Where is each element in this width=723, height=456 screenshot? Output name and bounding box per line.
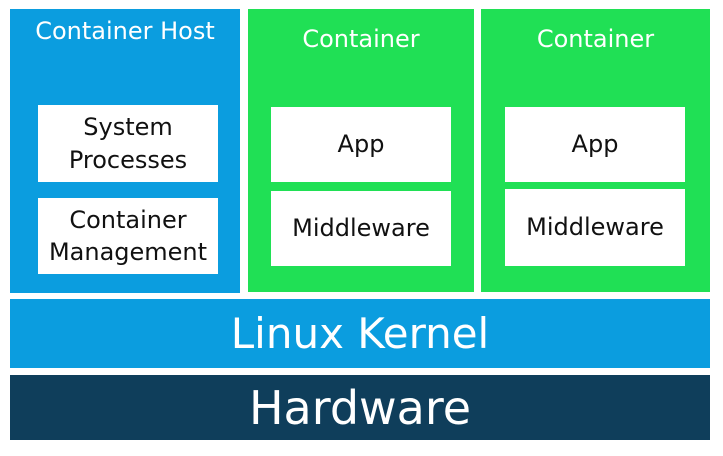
- app-box-2: App: [505, 107, 685, 182]
- container-panel-2: Container App Middleware: [481, 9, 710, 292]
- container-management-box: Container Management: [38, 198, 218, 274]
- linux-kernel-layer: Linux Kernel: [10, 299, 710, 368]
- hardware-layer: Hardware: [10, 375, 710, 440]
- middleware-box-1: Middleware: [271, 191, 451, 266]
- system-processes-box: System Processes: [38, 105, 218, 182]
- middleware-box-2: Middleware: [505, 189, 685, 266]
- app-box-1: App: [271, 107, 451, 182]
- container-title-1: Container: [302, 25, 420, 53]
- container-title-2: Container: [536, 25, 655, 53]
- container-host-title: Container Host: [35, 17, 215, 45]
- container-panel-1: Container App Middleware: [248, 9, 474, 292]
- container-host-panel: Container Host System Processes Containe…: [10, 9, 240, 293]
